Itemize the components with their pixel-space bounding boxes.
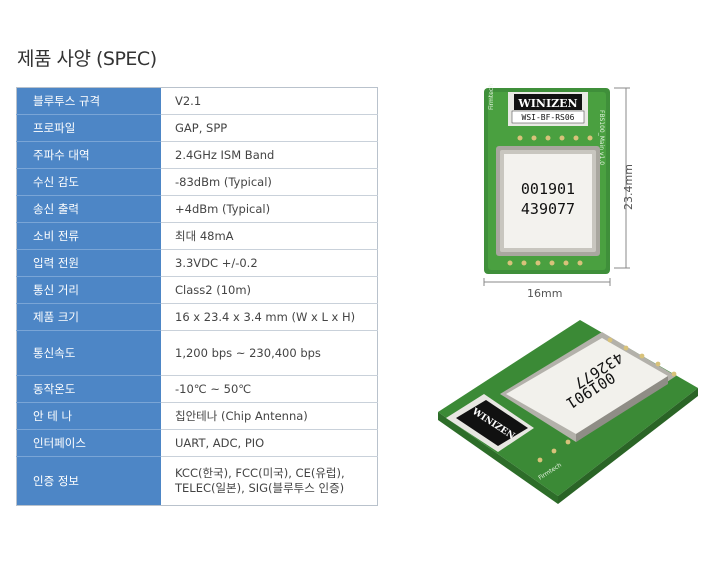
spec-value: 최대 48mA xyxy=(161,222,378,250)
maker-label-front: Firmtech xyxy=(488,84,495,110)
spec-key: 프로파일 xyxy=(16,114,161,142)
spec-value: 1,200 bps ~ 230,400 bps xyxy=(161,330,378,376)
spec-key: 통신속도 xyxy=(16,330,161,376)
side-label: FBS100_Main v1.0 xyxy=(598,110,605,165)
chip-code-2: 439077 xyxy=(521,200,575,218)
spec-value: -83dBm (Typical) xyxy=(161,168,378,196)
model-label: WSI-BF-RS06 xyxy=(522,113,575,122)
spec-key: 수신 감도 xyxy=(16,168,161,196)
spec-key: 블루투스 규격 xyxy=(16,87,161,115)
spec-value: GAP, SPP xyxy=(161,114,378,142)
spec-value: 3.3VDC +/-0.2 xyxy=(161,249,378,277)
spec-key: 인터페이스 xyxy=(16,429,161,457)
page-title: 제품 사양 (SPEC) xyxy=(17,48,157,70)
spec-value: -10℃ ~ 50℃ xyxy=(161,375,378,403)
chip-code-1: 001901 xyxy=(521,180,575,198)
spec-row: 송신 출력+4dBm (Typical) xyxy=(16,195,378,223)
spec-value: UART, ADC, PIO xyxy=(161,429,378,457)
spec-key: 동작온도 xyxy=(16,375,161,403)
module-angled-image: 001901 432677 WINIZEN Firmtech xyxy=(438,320,698,504)
spec-row: 수신 감도-83dBm (Typical) xyxy=(16,168,378,196)
dimension-width-label: 16mm xyxy=(527,287,563,300)
module-front-image: WINIZEN WSI-BF-RS06 Firmtech FBS100_Main… xyxy=(438,84,698,504)
spec-value-line: KCC(한국), FCC(미국), CE(유럽), xyxy=(175,466,345,480)
spec-value: 칩안테나 (Chip Antenna) xyxy=(161,402,378,430)
spec-key: 입력 전원 xyxy=(16,249,161,277)
brand-label: WINIZEN xyxy=(517,97,577,110)
spec-key: 통신 거리 xyxy=(16,276,161,304)
spec-row: 동작온도-10℃ ~ 50℃ xyxy=(16,375,378,403)
product-images: WINIZEN WSI-BF-RS06 Firmtech FBS100_Main… xyxy=(400,80,720,550)
spec-key: 주파수 대역 xyxy=(16,141,161,169)
spec-key: 송신 출력 xyxy=(16,195,161,223)
spec-value: 16 x 23.4 x 3.4 mm (W x L x H) xyxy=(161,303,378,331)
dimension-height-label: 23.4mm xyxy=(622,164,635,210)
spec-key: 제품 크기 xyxy=(16,303,161,331)
spec-value: +4dBm (Typical) xyxy=(161,195,378,223)
spec-value-line: TELEC(일본), SIG(블루투스 인증) xyxy=(175,481,345,495)
spec-value: KCC(한국), FCC(미국), CE(유럽),TELEC(일본), SIG(… xyxy=(161,457,378,506)
spec-key: 소비 전류 xyxy=(16,222,161,250)
spec-value: V2.1 xyxy=(161,87,378,115)
spec-key: 인증 정보 xyxy=(16,456,161,506)
spec-value: 2.4GHz ISM Band xyxy=(161,141,378,169)
spec-key: 안 테 나 xyxy=(16,402,161,430)
spec-value: Class2 (10m) xyxy=(161,276,378,304)
